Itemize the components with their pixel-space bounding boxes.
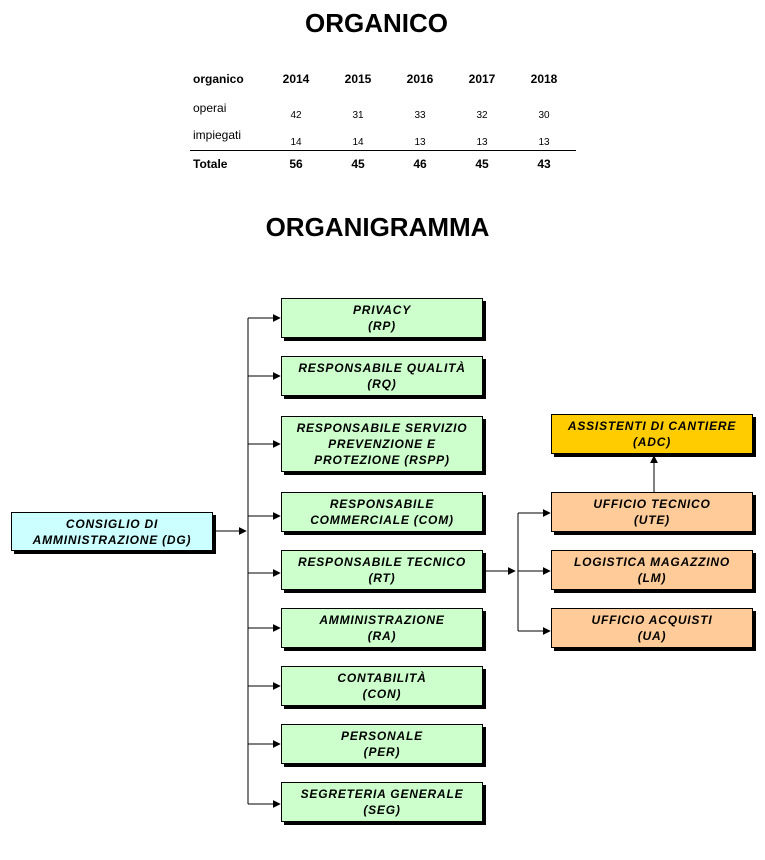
table-cell: 31 (352, 110, 364, 121)
org-node-rspp: RESPONSABILE SERVIZIO PREVENZIONE E PROT… (281, 416, 483, 472)
row-label-operai: operai (193, 101, 227, 115)
org-node-assistenti-cantiere: ASSISTENTI DI CANTIERE (ADC) (551, 414, 753, 454)
table-cell: 13 (538, 137, 550, 148)
table-cell: 32 (476, 110, 488, 121)
year-header: 2014 (282, 72, 310, 86)
org-node-personale: PERSONALE (PER) (281, 724, 483, 764)
org-node-privacy: PRIVACY (RP) (281, 298, 483, 338)
total-cell: 46 (413, 157, 427, 171)
table-cell: 30 (538, 110, 550, 121)
year-header: 2015 (344, 72, 372, 86)
year-header: 2018 (530, 72, 558, 86)
org-node-segreteria: SEGRETERIA GENERALE (SEG) (281, 782, 483, 822)
org-node-amministrazione: AMMINISTRAZIONE (RA) (281, 608, 483, 648)
table-header-label: organico (193, 72, 244, 86)
org-node-logistica: LOGISTICA MAGAZZINO (LM) (551, 550, 753, 590)
row-label-impiegati: impiegati (193, 128, 242, 142)
total-divider (190, 150, 576, 151)
table-cell: 33 (414, 110, 426, 121)
total-cell: 56 (289, 157, 303, 171)
organigramma-title: ORGANIGRAMMA (265, 212, 490, 242)
table-cell: 13 (476, 137, 488, 148)
table-cell: 42 (290, 110, 302, 121)
organico-title: ORGANICO (305, 8, 448, 38)
org-node-root: CONSIGLIO DI AMMINISTRAZIONE (DG) (11, 512, 213, 551)
total-cell: 45 (475, 157, 489, 171)
org-node-acquisti: UFFICIO ACQUISTI (UA) (551, 608, 753, 648)
org-node-commerciale: RESPONSABILE COMMERCIALE (COM) (281, 492, 483, 532)
table-cell: 14 (290, 137, 302, 148)
org-node-qualita: RESPONSABILE QUALITÀ (RQ) (281, 356, 483, 396)
year-header: 2016 (406, 72, 434, 86)
table-cell: 14 (352, 137, 364, 148)
table-cell: 13 (414, 137, 426, 148)
year-header: 2017 (468, 72, 496, 86)
org-node-tecnico: RESPONSABILE TECNICO (RT) (281, 550, 483, 590)
total-cell: 45 (351, 157, 365, 171)
org-node-contabilita: CONTABILITÀ (CON) (281, 666, 483, 706)
total-cell: 43 (537, 157, 551, 171)
row-label-totale: Totale (193, 157, 228, 171)
org-node-ufficio-tecnico: UFFICIO TECNICO (UTE) (551, 492, 753, 532)
